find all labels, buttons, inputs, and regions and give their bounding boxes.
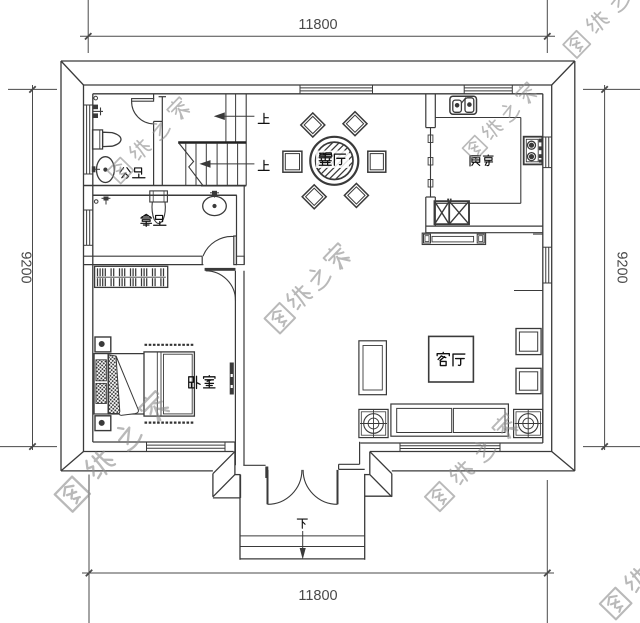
- svg-text:11800: 11800: [298, 17, 337, 33]
- svg-text:9200: 9200: [614, 251, 630, 283]
- svg-text:9200: 9200: [18, 251, 34, 283]
- svg-text:11800: 11800: [298, 588, 337, 604]
